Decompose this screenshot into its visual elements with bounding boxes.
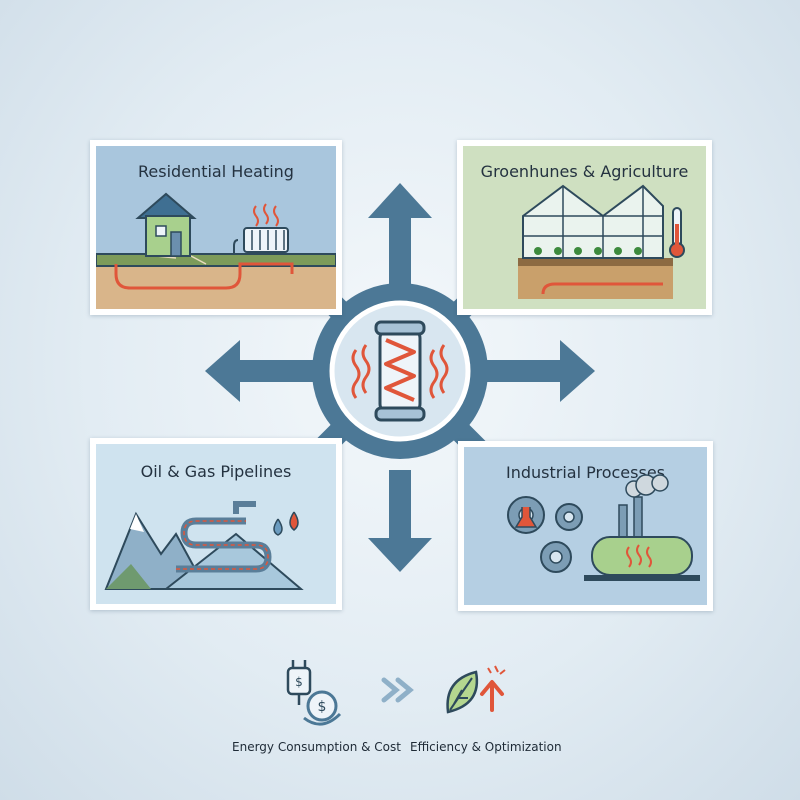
efficiency-optimization-caption: Efficiency & Optimization [410, 740, 562, 754]
arrow-left [205, 340, 330, 402]
pipeline-mountains-icon [104, 501, 304, 590]
heating-element-coil-icon [351, 320, 449, 422]
oil-gas-pipelines-title: Oil & Gas Pipelines [140, 462, 292, 481]
arrow-right [470, 340, 595, 402]
residential-heating-title: Residential Heating [138, 162, 294, 181]
house-radiator-icon [96, 192, 336, 309]
greenhouse-agriculture-panel: Groenhunes & Agriculture [457, 140, 712, 315]
energy-consumption-cost-caption: Energy Consumption & Cost [232, 740, 401, 754]
residential-heating-panel: Residential Heating [90, 140, 342, 315]
arrow-down [368, 470, 432, 572]
industrial-processes-panel: Industrial Processes [458, 441, 713, 611]
greenhouse-agriculture-title: Groenhunes & Agriculture [480, 162, 689, 181]
industrial-processes-title: Industrial Processes [506, 463, 665, 482]
factory-gears-tank-icon [507, 474, 700, 581]
greenhouse-thermometer-icon [518, 184, 685, 299]
oil-gas-pipelines-panel: Oil & Gas Pipelines [90, 438, 342, 610]
